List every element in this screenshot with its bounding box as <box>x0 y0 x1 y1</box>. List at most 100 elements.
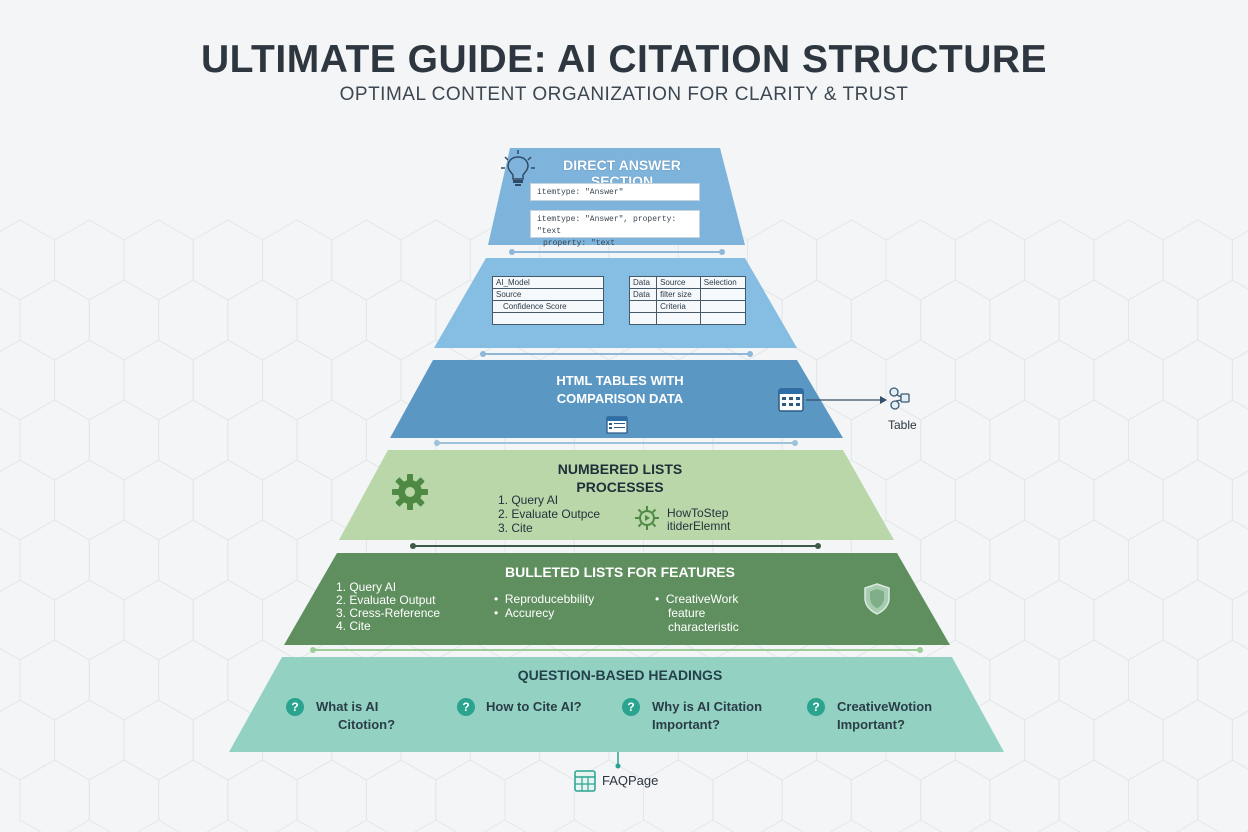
label-line: HTML TABLES WITH <box>556 373 684 388</box>
separator-dot <box>480 351 486 357</box>
table-row: Criteria <box>628 300 747 313</box>
tier-5-label: BULLETED LISTS FOR FEATURES <box>505 564 735 580</box>
separator-dot <box>410 543 416 549</box>
table-icon <box>778 388 804 412</box>
faq-question: What is AI Citotion? <box>316 698 426 734</box>
faq-grid-icon <box>574 770 596 792</box>
question-line: Important? <box>652 717 720 732</box>
question-icon: ? <box>286 698 304 716</box>
table-row <box>492 312 604 325</box>
table-cell: Source <box>492 288 604 301</box>
tier-3-label: HTML TABLES WITH COMPARISON DATA <box>520 372 720 408</box>
page-title: ULTIMATE GUIDE: AI CITATION STRUCTURE <box>200 38 1048 81</box>
separator-dot <box>719 249 725 255</box>
schema-howtostep: HowToStep <box>667 506 729 520</box>
numbered-step: 1. Query AI <box>336 580 397 594</box>
gear-icon <box>392 474 428 510</box>
connector-dot <box>615 763 621 769</box>
table-row: AI_Model <box>492 276 604 289</box>
label-line: COMPARISON DATA <box>556 391 684 406</box>
question-line: Important? <box>837 717 905 732</box>
schema-bullet: • CreativeWork <box>655 592 739 606</box>
numbered-step: 4. Cite <box>336 619 371 633</box>
numbered-step: 2. Evaluate Outpce <box>498 507 601 521</box>
table-cell: Data <box>628 288 658 301</box>
table-cell: Data <box>628 276 658 289</box>
bullet-text: Accurecy <box>504 606 555 620</box>
label-line: PROCESSES <box>576 479 664 495</box>
bullet-item: • Reproducebbility <box>494 592 595 606</box>
background-hexagon <box>1197 759 1248 832</box>
tier-6-label: QUESTION-BASED HEADINGS <box>517 667 723 683</box>
bullet-item: • Accurecy <box>494 606 555 620</box>
page-subtitle: OPTIMAL CONTENT ORGANIZATION FOR CLARITY… <box>339 84 909 105</box>
table-cell <box>628 300 658 313</box>
table-cell <box>699 288 747 301</box>
code-snippet-answer: itemtype: "Answer" <box>530 183 700 201</box>
lightbulb-icon <box>501 150 535 186</box>
table-cell <box>699 300 747 313</box>
schema-nodes-icon <box>889 387 910 410</box>
bullet-text: CreativeWork <box>665 592 739 606</box>
howto-gear-icon <box>635 506 659 530</box>
separator-dot <box>917 647 923 653</box>
schema-characteristic: characteristic <box>668 620 739 634</box>
question-icon: ? <box>622 698 640 716</box>
arrow-head <box>880 396 887 404</box>
shield-icon <box>864 583 890 615</box>
table-cell <box>656 312 701 325</box>
separator-dot <box>792 440 798 446</box>
table-cell: filter size <box>656 288 701 301</box>
table-cell <box>628 312 658 325</box>
code-line: property: "text <box>543 239 616 248</box>
separator-dot <box>747 351 753 357</box>
separator-dot <box>310 647 316 653</box>
question-icon: ? <box>457 698 475 716</box>
tier-4-shape <box>339 450 894 540</box>
numbered-step: 3. Cress-Reference <box>336 606 441 620</box>
separator-dot <box>434 440 440 446</box>
separator-dot <box>815 543 821 549</box>
table-small-icon <box>606 416 628 434</box>
question-line: How to Cite AI? <box>486 699 582 714</box>
question-line: What is AI <box>316 699 379 714</box>
question-line: Why is AI Citation <box>652 699 763 714</box>
faq-question: How to Cite AI? <box>486 698 606 716</box>
separator-dot <box>509 249 515 255</box>
numbered-step: 2. Evaluate Output <box>336 593 436 607</box>
question-line: Citotion? <box>338 717 396 732</box>
table-cell: Confidence Score <box>492 300 604 313</box>
table-callout-label: Table <box>888 418 917 432</box>
numbered-step: 1. Query AI <box>498 493 559 507</box>
tier-6-shape <box>229 657 1004 752</box>
table-row <box>628 312 747 325</box>
faqpage-label: FAQPage <box>602 773 659 788</box>
code-snippet-answer-text: itemtype: "Answer", property: "text prop… <box>530 210 700 248</box>
table-cell: AI_Model <box>492 276 604 289</box>
faq-question: Why is AI Citation Important? <box>652 698 792 734</box>
table-cell: Source <box>656 276 701 289</box>
code-line: itemtype: "Answer", property: "text <box>537 215 677 236</box>
question-line: CreativeWotion <box>837 699 933 714</box>
tier-5-shape <box>284 553 950 645</box>
schema-feature: feature <box>668 606 706 620</box>
table-cell <box>699 312 747 325</box>
tier-3-shape <box>390 360 843 438</box>
schema-itemlist: itiderElemnt <box>667 519 731 533</box>
table-row: Source <box>492 288 604 301</box>
table-row: Confidence Score <box>492 300 604 313</box>
bullet-text: Reproducebbility <box>504 592 595 606</box>
faq-question: CreativeWotion Important? <box>837 698 967 734</box>
label-line: NUMBERED LISTS <box>557 461 683 477</box>
tier-4-label: NUMBERED LISTS PROCESSES <box>520 460 720 496</box>
table-cell: Criteria <box>656 300 701 313</box>
mini-table-model: AI_Model Source Confidence Score <box>492 276 604 325</box>
table-cell <box>492 312 604 325</box>
question-icon: ? <box>807 698 825 716</box>
table-cell: Selection <box>699 276 747 289</box>
numbered-step: 3. Cite <box>498 521 533 535</box>
